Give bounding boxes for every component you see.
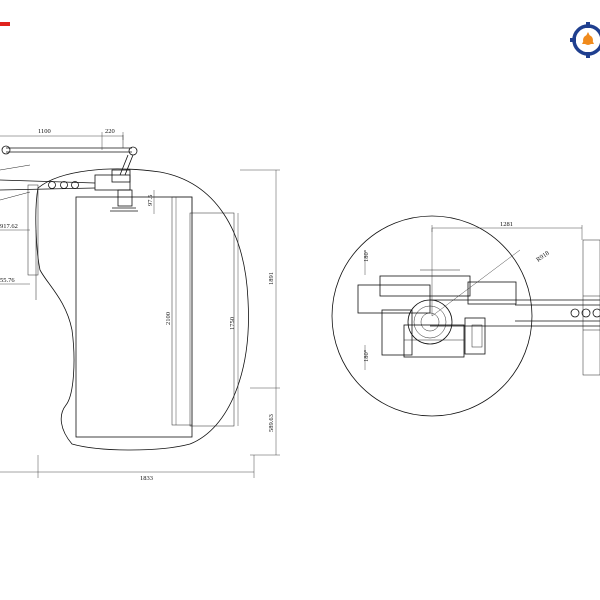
dim-total-height: 1891 (268, 272, 275, 285)
dim-lower-offset: 589.63 (268, 414, 275, 432)
brand-mark (0, 22, 10, 26)
base-mechanism (357, 269, 517, 358)
dim-top-right: 220 (105, 128, 115, 135)
pallet-stack (189, 212, 235, 427)
dim-stack-height: 1750 (229, 317, 236, 330)
dim-base-width: 1833 (140, 475, 153, 482)
work-envelope (35, 168, 249, 451)
pallet-outer (75, 196, 193, 438)
dim-inner-height: 2100 (165, 312, 172, 325)
dim-joint: 97.5 (147, 195, 154, 206)
top-view: 1281 R918 180° 180° (331, 215, 600, 417)
dim-angle-bottom: 180° (363, 349, 370, 362)
dim-top-left: 1100 (38, 128, 51, 135)
dim-radius: R918 (535, 250, 551, 264)
pallet-inner (171, 196, 193, 426)
dim-side-mid: 55.76 (0, 277, 15, 284)
top-arm (430, 239, 600, 376)
side-view: 1100 220 917.62 55.76 97.5 2100 1750 189… (0, 128, 280, 482)
dim-angle-top: 180° (363, 249, 370, 262)
robot-arm (0, 135, 138, 212)
reach-circle (331, 215, 533, 417)
gear-robot-logo-icon (570, 22, 600, 58)
dim-arm-length: 1281 (500, 221, 513, 228)
dim-reach: 917.62 (0, 223, 18, 230)
